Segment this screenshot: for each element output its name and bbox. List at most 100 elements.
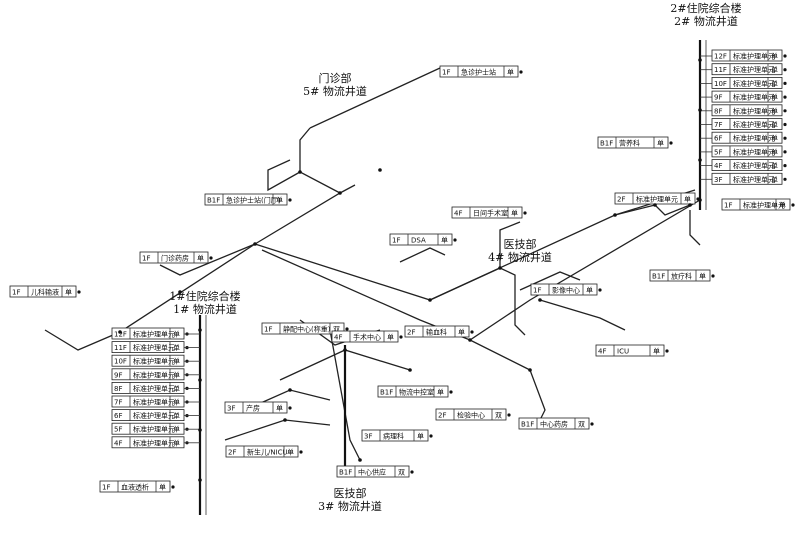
shaft-name-label: 5# 物流井道	[303, 84, 367, 98]
shaft-name-label: 1# 物流井道	[173, 302, 237, 316]
station-box	[111, 341, 185, 354]
station-node	[77, 290, 81, 294]
station-name: 标准护理单元	[733, 79, 775, 88]
station-node	[399, 335, 403, 339]
station-node	[791, 203, 795, 207]
pipe-junction	[698, 108, 702, 112]
station-node	[470, 330, 474, 334]
pipe-junction	[198, 378, 202, 382]
station-box	[111, 409, 185, 422]
station-box	[711, 159, 783, 172]
pipe-junction	[408, 368, 412, 372]
station-node	[783, 109, 787, 113]
station-box	[377, 385, 449, 398]
station-box	[711, 63, 783, 76]
pipe-icu	[539, 299, 626, 331]
station-mode: 单	[653, 347, 660, 356]
station-floor: 1F	[264, 326, 272, 334]
station-node	[783, 54, 787, 58]
station-mode: 单	[771, 161, 778, 170]
station-mode: 单	[387, 333, 394, 342]
station-name: 标准护理单元	[133, 425, 175, 434]
station-box	[711, 131, 783, 144]
station-name: 手术中心	[353, 333, 381, 342]
station-box	[111, 395, 185, 408]
station-node	[783, 136, 787, 140]
station-mode: 单	[657, 139, 664, 148]
pipe-junction	[698, 58, 702, 62]
station-floor: 6F	[714, 135, 722, 143]
station-box	[711, 104, 783, 117]
station-name: 标准护理单元	[733, 93, 775, 102]
pipe-zy	[469, 339, 546, 421]
station-mode: 双	[333, 326, 340, 334]
station-box	[439, 65, 519, 78]
station-floor: 1F	[442, 69, 450, 77]
pipe-xs	[224, 419, 331, 441]
station-mode: 单	[771, 65, 778, 74]
station-floor: B1F	[600, 140, 613, 148]
pipe-junction	[288, 388, 292, 392]
station-node	[783, 150, 787, 154]
pipe-junction	[538, 298, 542, 302]
station-floor: 11F	[114, 344, 127, 352]
station-box	[451, 206, 523, 219]
station-box	[649, 269, 711, 282]
shaft-building-label: 1#住院综合楼	[169, 289, 240, 303]
station-mode: 单	[173, 438, 180, 447]
station-floor: 2F	[438, 412, 446, 420]
station-mode: 单	[173, 330, 180, 339]
station-box	[336, 465, 410, 478]
station-floor: 3F	[364, 433, 372, 441]
station-floor: 4F	[714, 162, 722, 170]
station-floor: 8F	[114, 385, 122, 393]
station-box	[111, 354, 185, 367]
pipe-junction	[613, 213, 617, 217]
station-name: 静配中心(称重)	[283, 325, 331, 334]
shaft-building-label: 门诊部	[319, 71, 352, 85]
station-name: 标准护理单元	[636, 195, 678, 204]
station-floor: 5F	[114, 426, 122, 434]
pipe-junction	[688, 203, 692, 207]
trunk-pipe-east	[254, 189, 696, 301]
station-name: 中心药房	[540, 420, 568, 429]
station-box	[9, 285, 77, 298]
station-mode: 单	[287, 448, 294, 457]
station-box	[711, 77, 783, 89]
pipe-junction	[343, 348, 347, 352]
station-node	[519, 70, 523, 74]
station-box	[111, 422, 185, 435]
station-box	[530, 283, 598, 296]
station-name: 标准护理单元	[733, 161, 775, 170]
station-name: DSA	[411, 237, 426, 245]
station-mode: 单	[65, 288, 72, 297]
station-name: 标准护理单元	[133, 384, 175, 393]
station-floor: 10F	[714, 80, 727, 88]
station-name: 标准护理单元	[133, 330, 175, 339]
station-box	[435, 408, 507, 421]
shaft-name-label: 2# 物流井道	[674, 14, 738, 28]
station-box	[518, 417, 590, 430]
station-name: 标准护理单元	[133, 398, 175, 407]
station-floor: 1F	[12, 289, 20, 297]
station-floor: 10F	[114, 358, 127, 366]
station-box	[111, 381, 185, 394]
pipe-dsa	[399, 247, 446, 263]
station-box	[99, 480, 171, 493]
pipe-ls	[689, 210, 701, 246]
station-name: 标准护理单元	[733, 134, 775, 143]
station-floor: B1F	[652, 273, 665, 281]
station-name: 急诊护士站	[461, 68, 496, 77]
